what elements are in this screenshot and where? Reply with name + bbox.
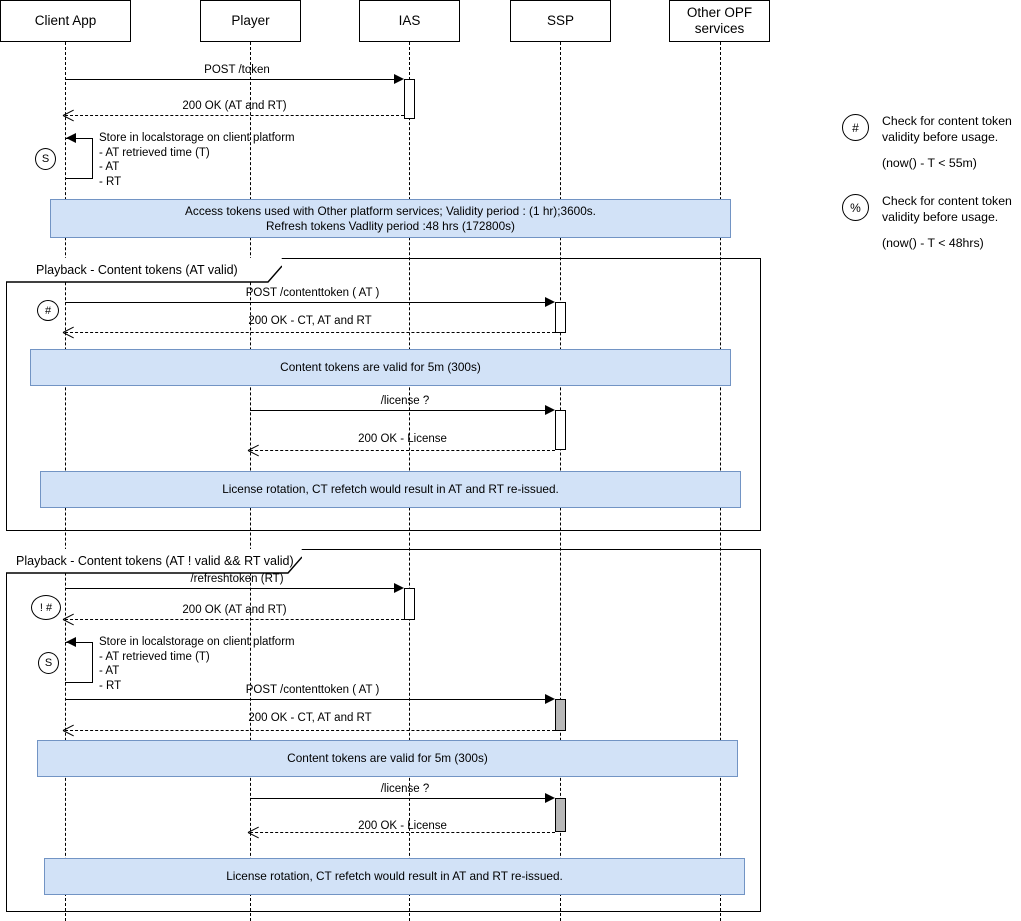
note-line-1: Content tokens are valid for 5m (300s) [280,360,481,374]
self-call-line-3: - RT [99,175,122,188]
legend-badge-percent: % [842,194,869,221]
marker-hash-1: # [37,300,59,321]
self-call-line-1: - AT retrieved time (T) [99,146,210,159]
note-line-1: Content tokens are valid for 5m (300s) [287,751,488,765]
message-label-post-token: POST /token [204,64,270,76]
arrow-head-left-open [248,444,259,456]
message-label-license-1: /license ? [380,395,430,407]
self-call-line-2: - AT [99,665,120,677]
activation-ssp-4 [555,798,566,832]
self-call-title: Store in localstorage on client platform [99,636,295,648]
message-line-post-token [65,79,399,80]
activation-ias-2 [404,588,415,620]
self-call-line-1: - AT retrieved time (T) [99,650,210,663]
message-line-200-ok-license-1 [250,450,555,451]
arrow-head-left-open [248,826,259,838]
self-call-bracket-1 [65,138,93,179]
participant-label: SSP [546,12,574,28]
arrow-head-right [394,582,404,593]
message-label-200-ok-ct-1: 200 OK - CT, AT and RT [248,315,372,327]
self-call-bracket-2 [65,642,93,683]
note-license-rotation-2: License rotation, CT refetch would resul… [44,858,745,895]
message-label-200-ok-license-1: 200 OK - License [358,433,447,445]
self-call-line-3: - RT [99,679,122,692]
activation-ssp-3 [555,699,566,731]
arrow-head-right [545,404,555,415]
marker-not-hash: ! # [31,595,61,620]
note-line-2: Refresh tokens Vadlity period :48 hrs (1… [266,218,515,233]
participant-ssp[interactable]: SSP [510,0,611,42]
arrow-head-left-filled [66,636,76,647]
participant-label: Other OPF services [686,4,753,36]
arrow-head-right [394,73,404,84]
message-line-post-contenttoken-1 [65,302,550,303]
message-label-200-ok-at-rt: 200 OK (AT and RT) [182,100,287,112]
activation-ias-1 [404,79,415,119]
message-label-200-ok-license-2: 200 OK - License [358,820,447,832]
note-license-rotation-1: License rotation, CT refetch would resul… [40,471,741,508]
note-line-1: License rotation, CT refetch would resul… [222,482,559,496]
arrow-head-left-open [63,326,74,338]
note-access-token-validity: Access tokens used with Other platform s… [50,199,731,238]
legend-text-hash: Check for content token validity before … [882,114,1012,144]
note-line-1: License rotation, CT refetch would resul… [226,869,563,883]
marker-glyph: ! # [39,601,53,614]
marker-store-2: S [38,652,59,674]
message-line-post-contenttoken-2 [65,699,550,700]
message-label-post-contenttoken-2: POST /contenttoken ( AT ) [245,684,380,696]
participant-player[interactable]: Player [200,0,301,42]
arrow-head-left-open [63,109,74,121]
self-call-text-2: Store in localstorage on client platform… [99,635,295,693]
arrow-head-right [545,693,555,704]
participant-label: Client App [34,12,97,28]
message-line-license-1 [250,410,550,411]
legend-condition-hash: (now() - T < 55m) [882,156,977,170]
message-line-refreshtoken [65,588,399,589]
self-call-title: Store in localstorage on client platform [99,132,295,144]
marker-glyph: S [44,657,53,669]
message-line-200-ok-at-rt-2 [65,619,404,620]
message-line-200-ok-at-rt [65,115,404,116]
arrow-head-right [545,792,555,803]
fragment-tab-1 [6,258,282,283]
message-label-post-contenttoken-1: POST /contenttoken ( AT ) [245,287,380,299]
fragment-label-1: Playback - Content tokens (AT valid) [36,263,238,277]
activation-ssp-2 [555,410,566,450]
legend-badge-glyph: # [852,120,859,135]
note-content-token-validity-1: Content tokens are valid for 5m (300s) [30,349,731,386]
legend-badge-glyph: % [850,200,861,215]
fragment-tab-2 [6,549,302,574]
message-label-refreshtoken: /refreshtoken (RT) [190,573,284,585]
message-line-200-ok-ct-2 [65,730,555,731]
activation-ssp-1 [555,302,566,333]
fragment-playback-at-valid [6,258,761,531]
message-label-license-2: /license ? [380,783,430,795]
arrow-head-left-filled [66,132,76,143]
fragment-playback-at-invalid-rt-valid [6,549,761,912]
participant-label: Player [231,12,270,28]
participant-client-app[interactable]: Client App [0,0,131,42]
arrow-head-left-open [63,724,74,736]
marker-store-1: S [35,148,56,170]
note-content-token-validity-2: Content tokens are valid for 5m (300s) [37,740,738,777]
fragment-label-2: Playback - Content tokens (AT ! valid &&… [16,554,294,568]
marker-glyph: # [44,304,52,317]
marker-glyph: S [41,153,50,165]
participant-other-opf-services[interactable]: Other OPF services [669,0,770,42]
self-call-line-2: - AT [99,161,120,173]
legend-condition-percent: (now() - T < 48hrs) [882,236,984,250]
legend-text-percent: Check for content token validity before … [882,194,1012,224]
self-call-text-1: Store in localstorage on client platform… [99,131,295,189]
arrow-head-right [545,296,555,307]
note-line-1: Access tokens used with Other platform s… [185,203,596,218]
participant-ias[interactable]: IAS [359,0,460,42]
message-label-200-ok-at-rt-2: 200 OK (AT and RT) [182,604,287,616]
arrow-head-left-open [63,613,74,625]
message-line-200-ok-ct-1 [65,332,555,333]
message-line-200-ok-license-2 [250,832,555,833]
message-line-license-2 [250,798,550,799]
legend-badge-hash: # [842,114,869,141]
participant-label: IAS [398,12,421,28]
message-label-200-ok-ct-2: 200 OK - CT, AT and RT [248,712,372,724]
